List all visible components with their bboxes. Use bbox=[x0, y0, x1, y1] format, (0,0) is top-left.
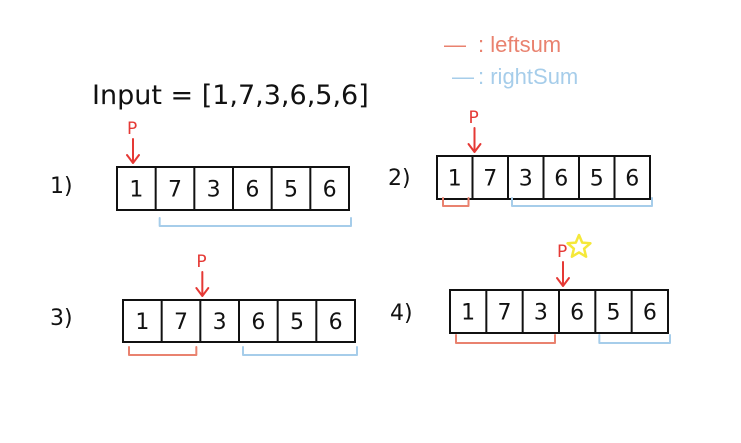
array-cell-value: 6 bbox=[643, 301, 657, 326]
leftsum-bracket bbox=[442, 197, 470, 207]
pointer-label: P bbox=[469, 108, 479, 128]
rightsum-bracket bbox=[511, 197, 653, 207]
array-cell-value: 1 bbox=[461, 301, 475, 326]
pointer-label: P bbox=[196, 252, 206, 272]
legend-leftsum-label: : leftsum bbox=[478, 32, 561, 57]
pointer-arrow bbox=[126, 138, 140, 164]
input-array-text: Input = [1,7,3,6,5,6] bbox=[92, 80, 369, 111]
array-cell-value: 6 bbox=[323, 178, 337, 203]
array-cell-value: 5 bbox=[607, 301, 621, 326]
pointer-label: P bbox=[127, 119, 137, 139]
array-cell-value: 3 bbox=[534, 301, 548, 326]
array-cell-value: 5 bbox=[284, 178, 298, 203]
step-label: 3) bbox=[50, 306, 73, 331]
legend-rightsum-mark: — bbox=[452, 64, 474, 89]
array-cell-value: 7 bbox=[168, 178, 182, 203]
array-cell-value: 5 bbox=[290, 310, 304, 335]
array-cell-value: 1 bbox=[448, 167, 462, 192]
array-cell-value: 7 bbox=[174, 310, 188, 335]
step-label: 1) bbox=[50, 174, 73, 199]
array-cell-value: 1 bbox=[135, 310, 149, 335]
rightsum-bracket bbox=[158, 217, 352, 227]
array-cell-value: 6 bbox=[625, 167, 639, 192]
array-cell-value: 6 bbox=[245, 178, 259, 203]
pointer-arrow bbox=[556, 261, 570, 287]
step-label: 4) bbox=[390, 301, 413, 326]
star-icon bbox=[566, 233, 592, 258]
legend-rightsum-label: : rightSum bbox=[478, 64, 578, 89]
step-label: 2) bbox=[388, 166, 411, 191]
array-cell-value: 6 bbox=[329, 310, 343, 335]
leftsum-bracket bbox=[128, 346, 198, 356]
legend: — : leftsum — : rightSum bbox=[444, 32, 578, 89]
array-cell-value: 6 bbox=[570, 301, 584, 326]
array-cell-value: 1 bbox=[129, 178, 143, 203]
array-cell-value: 6 bbox=[554, 167, 568, 192]
array-cell-value: 3 bbox=[519, 167, 533, 192]
array-cell-value: 7 bbox=[483, 167, 497, 192]
array-cell-value: 3 bbox=[207, 178, 221, 203]
array-cell-value: 3 bbox=[213, 310, 227, 335]
pointer-label: P bbox=[557, 242, 567, 262]
pointer-arrow bbox=[467, 127, 482, 153]
legend-leftsum-mark: — bbox=[444, 32, 466, 57]
array-cell-value: 7 bbox=[498, 301, 512, 326]
pointer-arrow bbox=[195, 271, 210, 297]
array-cell-value: 5 bbox=[590, 167, 604, 192]
rightsum-bracket bbox=[598, 334, 671, 344]
leftsum-bracket bbox=[455, 334, 556, 344]
rightsum-bracket bbox=[242, 346, 358, 356]
array-cell-value: 6 bbox=[251, 310, 265, 335]
